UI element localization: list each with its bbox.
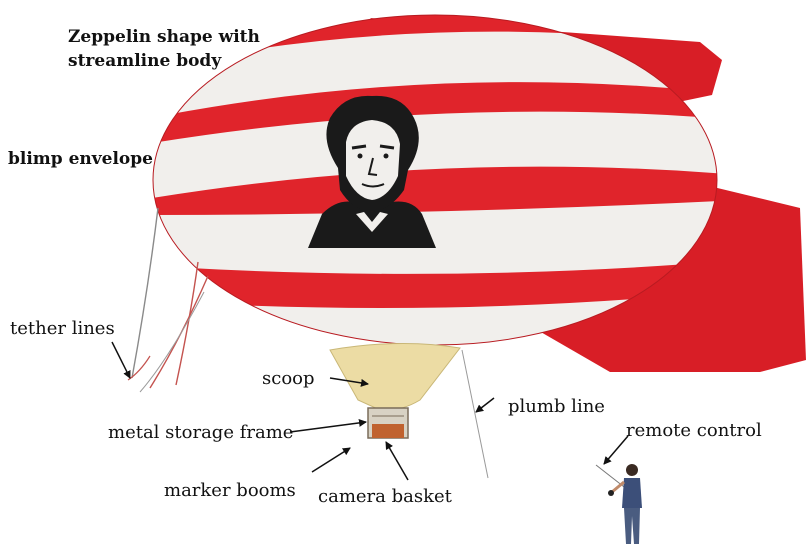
label-plumb-line: plumb line bbox=[508, 396, 605, 418]
label-remote-control: remote control bbox=[626, 420, 762, 442]
title-line-1: Zeppelin shape with bbox=[68, 26, 260, 48]
label-scoop: scoop bbox=[262, 368, 315, 390]
label-metal-storage-frame: metal storage frame bbox=[108, 422, 293, 444]
scoop-graphic bbox=[330, 343, 460, 410]
label-blimp-envelope: blimp envelope bbox=[8, 148, 153, 170]
camera-basket-graphic bbox=[372, 424, 404, 438]
label-marker-booms: marker booms bbox=[164, 480, 296, 502]
label-camera-basket: camera basket bbox=[318, 486, 452, 508]
label-tether-lines: tether lines bbox=[10, 318, 115, 340]
title-line-2: streamline body bbox=[68, 50, 221, 72]
plumb-line-graphic bbox=[462, 350, 488, 478]
person-icon bbox=[596, 464, 642, 544]
